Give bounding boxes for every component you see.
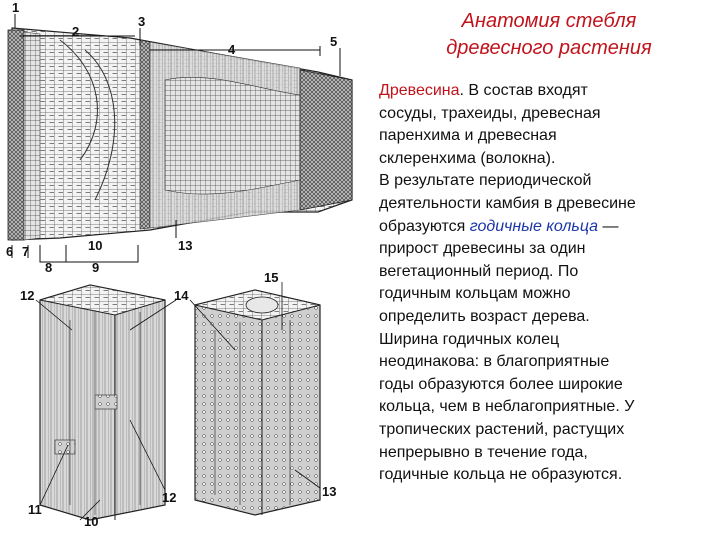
label-8: 8 [45,260,52,275]
term-annual-rings: годичные кольца [469,217,599,235]
text-line-7: образуются годичные кольца — [379,217,619,235]
label-12: 12 [20,288,34,303]
label-13: 13 [178,238,192,253]
label-13-bottom: 13 [322,484,336,499]
text-line-3: паренхима и древесная [379,127,557,145]
label-3: 3 [138,14,145,29]
label-4: 4 [228,42,236,57]
title-line-1: Анатомия стебля [461,10,637,32]
label-5: 5 [330,34,337,49]
label-7: 7 [22,244,29,259]
label-2: 2 [72,24,79,39]
label-9: 9 [92,260,99,275]
description-text: Древесина. В состав входят сосуды, трахе… [379,80,714,487]
text-line-9: вегетационный период. По [379,262,579,280]
text-line-1: Древесина. В состав входят [379,82,588,99]
text-line-5: В результате периодической [379,172,592,190]
text-line-6: деятельности камбия в древесине [379,194,636,212]
text-line-14: годы образуются более широкие [379,375,623,393]
text-line-17: непрерывно в течение года, [379,443,588,461]
label-14: 14 [174,288,189,303]
text-line-11: определить возраст дерева. [379,307,590,325]
label-1: 1 [12,0,19,15]
text-line-13: неодинакова: в благоприятные [379,353,610,371]
text-line-8: прирост древесины за один [379,240,586,258]
term-wood: Древесина [379,82,460,99]
stem-anatomy-illustration: 1 2 3 4 5 6 7 8 10 9 13 12 14 15 11 10 1… [6,0,353,529]
label-11: 11 [28,502,42,517]
stem-cross-section [7,14,353,263]
wood-block-left [35,284,177,521]
label-6: 6 [6,244,13,259]
title-line-2: древесного растения [446,37,652,59]
label-15: 15 [264,270,278,285]
text-line-12: Ширина годичных колец [379,330,560,348]
label-10-bottom: 10 [84,514,98,529]
text-line-18: годичные кольца не образуются. [379,466,623,484]
wood-block-right [189,282,321,516]
text-line-15: кольца, чем в неблагоприятные. У [379,398,635,416]
label-10: 10 [88,238,102,253]
text-line-4: склеренхима (волокна). [379,149,556,167]
label-12-bottom: 12 [162,490,176,505]
text-line-2: сосуды, трахеиды, древесная [379,104,601,122]
text-line-16: тропических растений, растущих [379,420,625,438]
text-line-10: годичным кольцам можно [379,285,571,303]
page-title: Анатомия стебля древесного растения [388,8,710,62]
